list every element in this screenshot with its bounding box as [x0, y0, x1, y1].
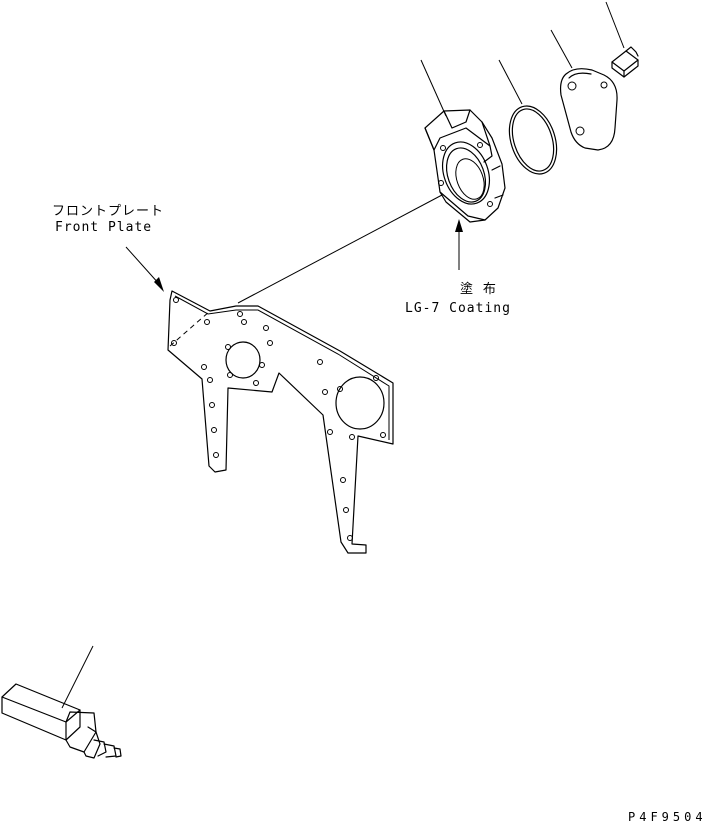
front-plate — [167, 290, 394, 554]
front-plate-label-jp: フロントプレート — [52, 204, 164, 219]
coating-label-en: LG-7 Coating — [405, 301, 511, 316]
seal-housing — [420, 59, 506, 223]
assembly-leader-line — [237, 194, 443, 304]
cover-plate — [550, 29, 618, 151]
coating-arrow — [455, 219, 463, 270]
figure-code: P4F9504 — [628, 810, 703, 824]
bolt — [605, 1, 639, 78]
installation-tool — [1, 645, 122, 759]
front-plate-label: フロントプレート Front Plate — [52, 204, 164, 235]
front-plate-arrow — [125, 246, 164, 292]
front-plate-label-en: Front Plate — [55, 220, 152, 235]
o-ring — [498, 59, 558, 175]
coating-label-jp: 塗 布 — [460, 281, 497, 297]
coating-label: 塗 布 LG-7 Coating — [405, 281, 511, 316]
